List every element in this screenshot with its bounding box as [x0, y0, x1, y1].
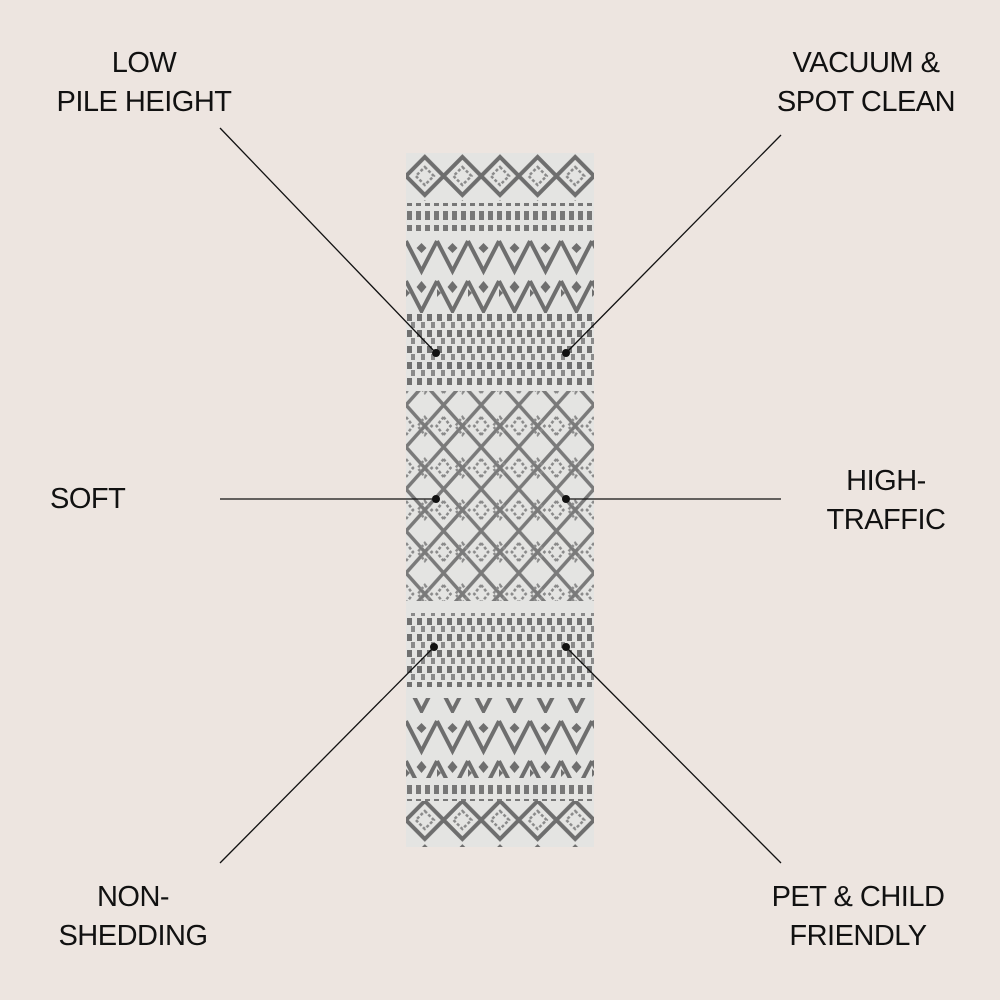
- feature-text: NON-: [96, 881, 170, 913]
- callout-line-pet-child: [565, 646, 782, 864]
- feature-text: LOW: [111, 47, 177, 79]
- feature-text: PILE HEIGHT: [56, 86, 233, 118]
- callout-dot: [432, 349, 440, 357]
- feature-text: HIGH-: [846, 465, 926, 497]
- feature-text: SPOT CLEAN: [776, 86, 956, 118]
- rug-product-image: [406, 153, 594, 847]
- callout-dot: [562, 495, 570, 503]
- callout-dot: [432, 495, 440, 503]
- callout-dot: [562, 349, 570, 357]
- feature-text: VACUUM &: [792, 47, 940, 79]
- feature-text: SHEDDING: [58, 920, 208, 952]
- feature-text: TRAFFIC: [826, 504, 946, 536]
- feature-vacuum-spot-clean: VACUUM & SPOT CLEAN: [766, 44, 966, 122]
- feature-text: PET & CHILD: [771, 881, 945, 913]
- feature-pet-child-friendly: PET & CHILD FRIENDLY: [758, 878, 958, 956]
- feature-soft: SOFT: [50, 480, 126, 519]
- callout-line-low-pile: [219, 127, 437, 354]
- callout-dot: [430, 643, 438, 651]
- feature-high-traffic: HIGH- TRAFFIC: [786, 462, 986, 540]
- feature-text: SOFT: [50, 483, 126, 515]
- feature-text: FRIENDLY: [789, 920, 927, 952]
- callout-dot: [562, 643, 570, 651]
- callout-line-vacuum: [565, 134, 782, 354]
- callout-line-non-shedding: [219, 646, 435, 864]
- feature-non-shedding: NON- SHEDDING: [33, 878, 233, 956]
- feature-low-pile-height: LOW PILE HEIGHT: [44, 44, 244, 122]
